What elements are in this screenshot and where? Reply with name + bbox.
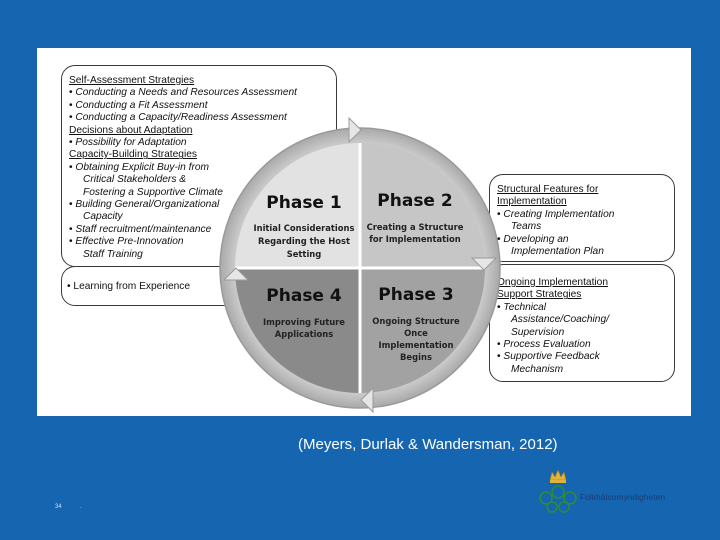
phase-3-quadrant bbox=[360, 268, 485, 393]
phase-3-sub-2: Once bbox=[404, 328, 428, 338]
left-bottom-box-line: Learning from Experience bbox=[67, 281, 190, 293]
structural-features-text: Structural Features forImplementationCre… bbox=[497, 184, 614, 258]
right-bottom-box-line: Supervision bbox=[511, 326, 565, 338]
right-bottom-box-line: Ongoing Implementation bbox=[497, 277, 608, 288]
logo-text: Folkhälsomyndigheten bbox=[580, 492, 666, 502]
left-top-box-line: Conducting a Capacity/Readiness Assessme… bbox=[69, 112, 297, 124]
diagram-panel: Self-Assessment StrategiesConducting a N… bbox=[37, 48, 691, 416]
right-bottom-box-line: Support Strategies bbox=[497, 289, 582, 301]
right-top-box-line: Implementation bbox=[497, 196, 567, 208]
right-top-box-line: Teams bbox=[511, 221, 542, 233]
left-top-box-line: Staff recruitment/maintenance bbox=[69, 224, 297, 236]
right-bottom-box-line: Mechanism bbox=[511, 363, 564, 375]
left-top-box-line: Effective Pre-Innovation bbox=[69, 236, 297, 248]
phase-1-sub-1: Initial Considerations bbox=[253, 223, 354, 233]
phase-1-sub-3: Setting bbox=[287, 249, 322, 259]
phase-2-quadrant bbox=[360, 143, 485, 268]
arrow-bottom-icon bbox=[360, 386, 374, 414]
left-top-box-line: Decisions about Adaptation bbox=[69, 124, 193, 136]
phase-2-sub-2: for Implementation bbox=[369, 234, 460, 244]
left-top-box-line: Capacity bbox=[83, 211, 123, 223]
citation: (Meyers, Durlak & Wandersman, 2012) bbox=[298, 436, 558, 453]
arrow-right-icon bbox=[470, 257, 498, 271]
learning-text: Learning from Experience bbox=[67, 281, 190, 293]
left-top-box-line: Conducting a Needs and Resources Assessm… bbox=[69, 87, 297, 99]
phase-2-title: Phase 2 bbox=[377, 191, 452, 211]
arrow-top-icon bbox=[348, 116, 362, 144]
left-top-box-line: Fostering a Supportive Climate bbox=[83, 186, 223, 198]
phase-3-sub-3: Implementation bbox=[378, 340, 453, 350]
left-top-box-line: Staff Training bbox=[83, 248, 143, 260]
phase-4-sub-2: Applications bbox=[275, 329, 333, 339]
right-bottom-box-line: Technical bbox=[497, 302, 609, 314]
right-bottom-box-line: Assistance/Coaching/ bbox=[511, 314, 609, 326]
phase-3-sub-1: Ongoing Structure bbox=[372, 316, 460, 326]
self-assessment-text: Self-Assessment StrategiesConducting a N… bbox=[69, 75, 297, 261]
right-top-box-line: Creating Implementation bbox=[497, 209, 614, 221]
page-dot: . bbox=[80, 504, 82, 510]
page-number: 34 bbox=[55, 504, 62, 510]
arrow-left-icon bbox=[222, 267, 250, 281]
left-top-box-line: Possibility for Adaptation bbox=[69, 137, 297, 149]
phase-4-quadrant bbox=[235, 268, 360, 393]
left-top-box-line: Obtaining Explicit Buy-in from bbox=[69, 162, 297, 174]
right-top-box-line: Developing an bbox=[497, 234, 614, 246]
phase-cycle-diagram: Phase 1 Initial Considerations Regarding… bbox=[219, 116, 501, 414]
right-top-box-line: Implementation Plan bbox=[511, 246, 604, 258]
right-top-box-line: Structural Features for bbox=[497, 184, 599, 195]
right-bottom-box-line: Supportive Feedback bbox=[497, 351, 609, 363]
phase-3-sub-4: Begins bbox=[400, 352, 432, 362]
left-top-box-line: Self-Assessment Strategies bbox=[69, 75, 195, 86]
left-top-box-line: Capacity-Building Strategies bbox=[69, 149, 197, 161]
phase-1-sub-2: Regarding the Host bbox=[258, 236, 350, 246]
phase-2-sub-1: Creating a Structure bbox=[367, 222, 464, 232]
crown-logo-icon bbox=[539, 469, 577, 513]
phase-1-quadrant bbox=[235, 143, 360, 268]
phase-3-title: Phase 3 bbox=[378, 285, 453, 305]
left-top-box-line: Building General/Organizational bbox=[69, 199, 297, 211]
phase-4-title: Phase 4 bbox=[266, 286, 342, 306]
left-top-box-line: Critical Stakeholders & bbox=[83, 174, 187, 186]
right-bottom-box-line: Process Evaluation bbox=[497, 339, 609, 351]
left-top-box-line: Conducting a Fit Assessment bbox=[69, 100, 297, 112]
phase-4-sub-1: Improving Future bbox=[263, 317, 345, 327]
phase-1-title: Phase 1 bbox=[266, 193, 341, 213]
